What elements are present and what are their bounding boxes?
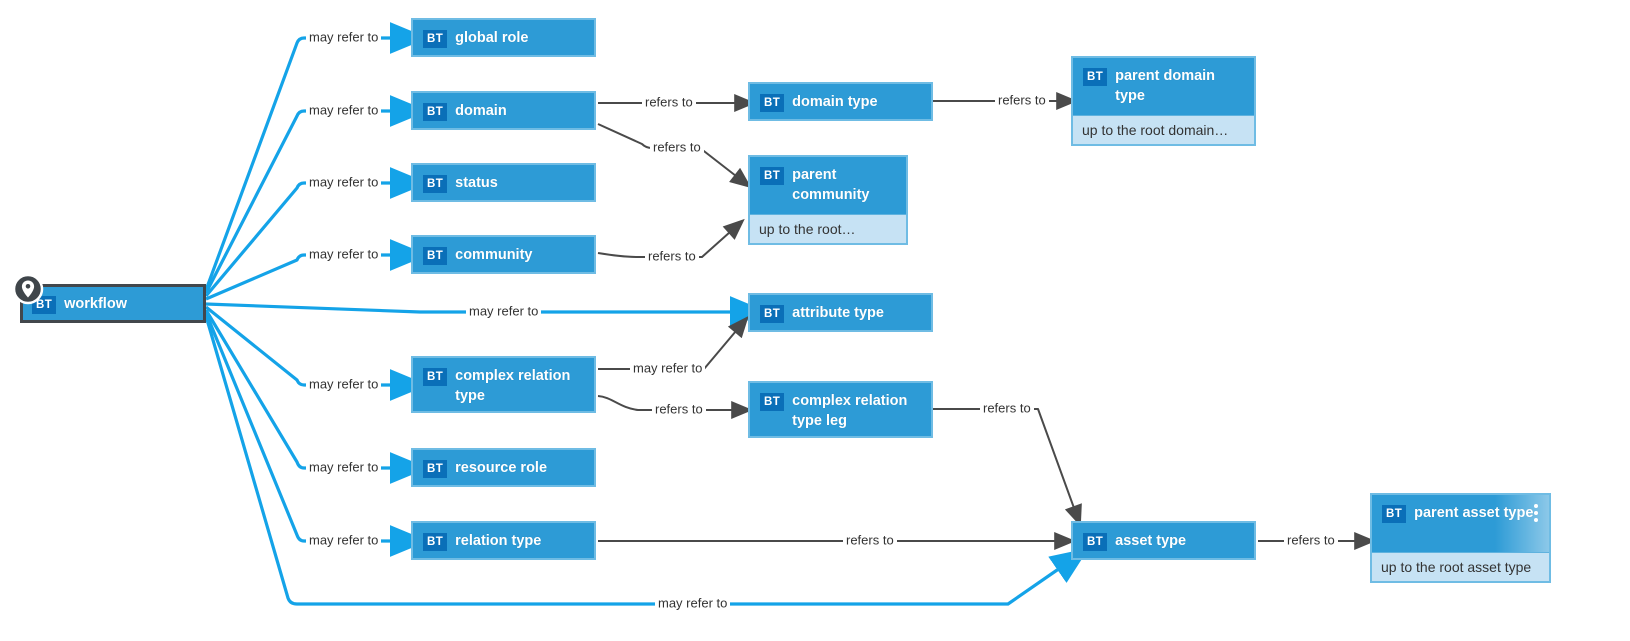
node-note: up to the root…: [750, 214, 906, 243]
node-attribute-type[interactable]: BT attribute type: [748, 293, 933, 332]
edge-workflow-asset-type: [204, 315, 1089, 606]
node-label: parent community: [792, 167, 870, 203]
asset-type-badge: BT: [1382, 505, 1407, 523]
edge-complex-relation-type-leg-link: [597, 395, 753, 419]
node-label: parent domain type: [1115, 68, 1216, 104]
edge-label: refers to: [995, 91, 1049, 109]
node-complex-relation-type[interactable]: BT complex relation type: [411, 356, 596, 413]
node-label: domain type: [792, 94, 878, 110]
edge-label: refers to: [645, 247, 699, 265]
node-workflow[interactable]: BT workflow: [12, 273, 206, 323]
node-label: workflow: [64, 296, 127, 312]
asset-type-badge: BT: [423, 30, 448, 48]
node-label: community: [455, 247, 533, 263]
edge-workflow-relation-type: [204, 312, 429, 557]
asset-type-badge: BT: [1083, 68, 1108, 86]
asset-type-badge: BT: [760, 167, 785, 185]
edge-label: refers to: [650, 138, 704, 156]
edge-workflow-domain: [204, 95, 429, 294]
edge-leg-asset-type: [933, 408, 1082, 527]
node-asset-type[interactable]: BT asset type: [1071, 521, 1256, 560]
location-pin-icon: [10, 271, 46, 312]
kebab-menu-icon[interactable]: [1528, 504, 1544, 522]
edge-label: may refer to: [466, 302, 542, 320]
asset-type-badge: BT: [423, 368, 448, 386]
node-parent-community[interactable]: BT parent community up to the root…: [748, 155, 908, 245]
node-note: up to the root domain…: [1073, 115, 1254, 144]
edge-label: may refer to: [655, 594, 731, 612]
asset-type-badge: BT: [32, 296, 57, 314]
edge-label: may refer to: [630, 359, 706, 377]
node-complex-relation-type-leg[interactable]: BT complex relation type leg: [748, 381, 933, 438]
edge-label: may refer to: [306, 458, 382, 476]
node-global-role[interactable]: BT global role: [411, 18, 596, 57]
asset-type-badge: BT: [423, 533, 448, 551]
node-label: global role: [455, 30, 529, 46]
edge-label: refers to: [652, 400, 706, 418]
edge-label: may refer to: [306, 28, 382, 46]
asset-type-badge: BT: [1083, 533, 1108, 551]
node-resource-role[interactable]: BT resource role: [411, 448, 596, 487]
node-label: status: [455, 175, 498, 191]
edge-label: refers to: [1284, 531, 1338, 549]
edge-label: may refer to: [306, 173, 382, 191]
asset-type-badge: BT: [423, 247, 448, 265]
edge-label: may refer to: [306, 245, 382, 263]
node-label: complex relation type: [455, 368, 571, 404]
node-parent-asset-type[interactable]: BT parent asset type up to the root asse…: [1370, 493, 1551, 583]
asset-type-badge: BT: [760, 393, 785, 411]
edge-label: may refer to: [306, 531, 382, 549]
asset-type-badge: BT: [423, 460, 448, 478]
node-domain-type[interactable]: BT domain type: [748, 82, 933, 121]
node-community[interactable]: BT community: [411, 235, 596, 274]
node-parent-domain-type[interactable]: BT parent domain type up to the root dom…: [1071, 56, 1256, 146]
edge-label: refers to: [642, 93, 696, 111]
edge-label: may refer to: [306, 375, 382, 393]
edge-workflow-complex-relation-type: [204, 305, 429, 401]
edge-workflow-global-role: [204, 22, 429, 291]
node-label: asset type: [1115, 533, 1187, 549]
edge-workflow-resource-role: [204, 309, 429, 484]
edge-label: refers to: [843, 531, 897, 549]
node-label: complex relation type leg: [792, 393, 908, 429]
edge-workflow-status: [204, 167, 429, 298]
node-relation-type[interactable]: BT relation type: [411, 521, 596, 560]
asset-type-badge: BT: [423, 103, 448, 121]
edge-workflow-attribute-type: [205, 296, 769, 328]
edge-label: refers to: [980, 399, 1034, 417]
node-note: up to the root asset type: [1372, 552, 1549, 581]
node-label: resource role: [455, 460, 548, 476]
asset-type-badge: BT: [760, 305, 785, 323]
edge-community-parent-community: [597, 218, 745, 258]
node-domain[interactable]: BT domain: [411, 91, 596, 130]
asset-type-badge: BT: [760, 94, 785, 112]
edge-workflow-community: [205, 239, 429, 301]
node-label: parent asset type: [1414, 505, 1534, 521]
node-status[interactable]: BT status: [411, 163, 596, 202]
asset-type-badge: BT: [423, 175, 448, 193]
node-label: relation type: [455, 533, 542, 549]
node-label: domain: [455, 103, 507, 119]
edge-label: may refer to: [306, 101, 382, 119]
node-label: attribute type: [792, 305, 884, 321]
